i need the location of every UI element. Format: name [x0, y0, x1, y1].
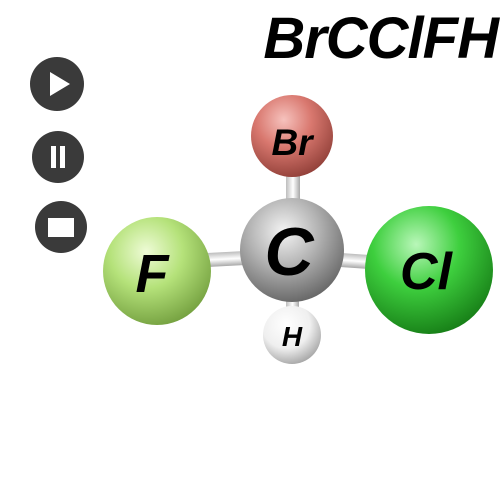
atom-f[interactable]: F	[103, 217, 211, 325]
atom-f-label: F	[136, 244, 171, 304]
atom-br[interactable]: Br	[251, 95, 333, 177]
bond-c-f	[204, 250, 251, 268]
play-button[interactable]	[30, 57, 84, 111]
atom-br-label: Br	[271, 122, 315, 163]
stop-button[interactable]	[35, 201, 87, 253]
atom-c[interactable]: C	[240, 198, 344, 302]
atom-h[interactable]: H	[263, 306, 321, 364]
pause-button[interactable]	[32, 131, 84, 183]
play-icon	[50, 72, 70, 96]
molecule-formula-title: BrCClFH	[263, 6, 499, 71]
stop-icon	[48, 218, 74, 237]
atom-c-label: C	[264, 214, 314, 290]
atom-cl-label: Cl	[400, 243, 454, 301]
atom-cl[interactable]: Cl	[365, 206, 493, 334]
atom-h-label: H	[282, 321, 303, 352]
pause-icon	[51, 146, 65, 168]
